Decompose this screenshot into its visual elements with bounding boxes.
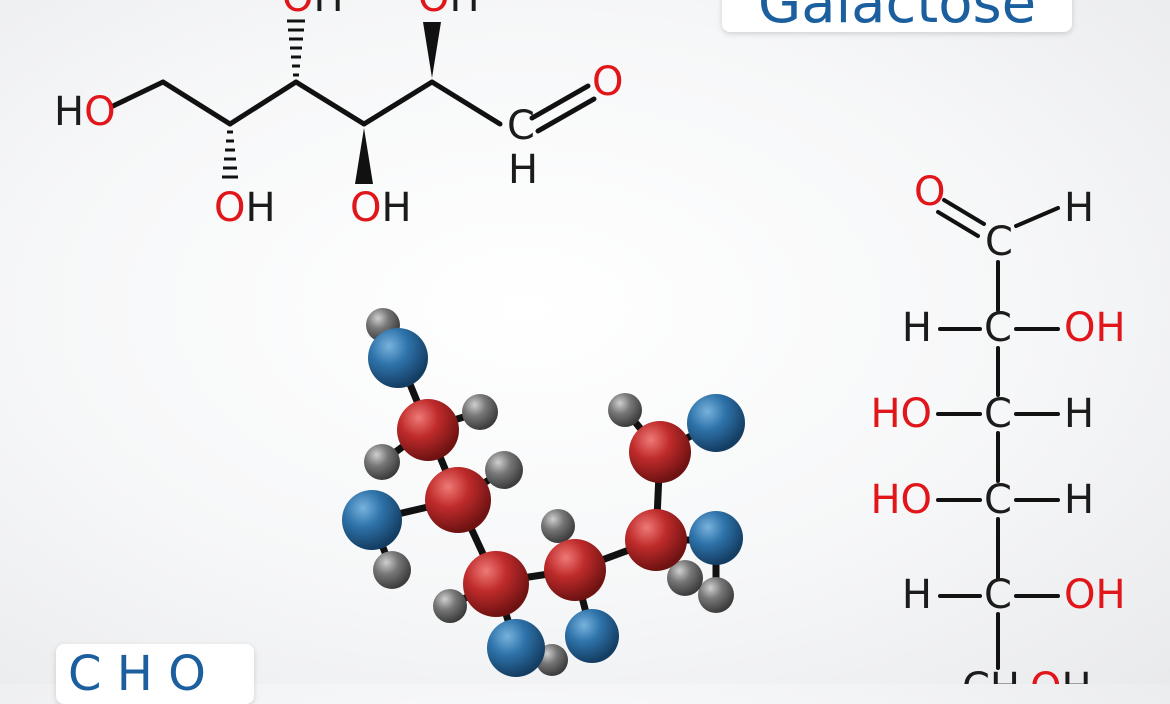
oxygen-atom xyxy=(687,394,745,452)
fischer-double-bond xyxy=(942,198,986,226)
formula-text: C H O xyxy=(68,646,206,702)
hydrogen-atom xyxy=(364,444,400,480)
hydroxyl-top-1: OH xyxy=(282,0,344,21)
aldehyde-oxygen: O xyxy=(592,59,623,105)
hydroxyl-top-2: OH xyxy=(418,0,480,21)
solid-wedge xyxy=(355,128,373,184)
hashed-wedge xyxy=(222,130,238,179)
skeletal-bond xyxy=(361,79,435,127)
oxygen-atom xyxy=(342,490,402,550)
fischer-row-2-right: H xyxy=(1064,391,1094,437)
aldehyde-hydrogen: H xyxy=(508,147,538,193)
fischer-double-bond xyxy=(936,210,980,238)
fischer-row-2-center: C xyxy=(984,391,1012,437)
oxygen-atom xyxy=(368,328,428,388)
hydrogen-atom xyxy=(667,560,703,596)
fischer-row-1-center: C xyxy=(984,305,1012,351)
fischer-row-3-left: HO xyxy=(870,477,932,523)
fischer-rows: H C OH HO C H HO C H H C OH xyxy=(870,305,1125,618)
skeletal-bond xyxy=(227,79,299,127)
fischer-row-4-left: H xyxy=(902,572,932,618)
hydrogen-atom xyxy=(608,393,642,427)
title-text: Galactose xyxy=(758,0,1036,32)
hydrogen-atom xyxy=(485,451,523,489)
carbon-atom xyxy=(463,551,529,617)
skeletal-bond xyxy=(160,79,233,127)
model-bonds xyxy=(368,321,720,664)
fischer-row-2-left: HO xyxy=(870,391,932,437)
oxygen-atom xyxy=(565,609,619,663)
hydrogen-atom xyxy=(373,551,411,589)
galactose-diagram: HO OH OH OH OH O C H xyxy=(54,0,1126,684)
hydroxyl-left: HO xyxy=(54,89,116,135)
hydrogen-atom xyxy=(541,509,575,543)
skeletal-bond xyxy=(110,79,166,109)
fischer-projection xyxy=(936,198,1060,670)
ball-and-stick-model xyxy=(342,308,745,677)
aldehyde-carbon: C xyxy=(507,103,535,149)
fischer-bottom-group: CHOH xyxy=(962,665,1092,684)
fischer-row-4-right: OH xyxy=(1064,572,1126,618)
hydroxyl-bottom-1: OH xyxy=(214,185,276,231)
skeletal-double-bond xyxy=(535,96,597,134)
oxygen-atom xyxy=(487,619,545,677)
skeletal-bond xyxy=(429,79,503,127)
fischer-row-1-left: H xyxy=(902,305,932,351)
solid-wedge xyxy=(423,22,441,78)
carbon-atom xyxy=(397,399,459,461)
fischer-aldehyde-carbon: C xyxy=(985,219,1013,265)
hydrogen-atom xyxy=(462,394,498,430)
skeletal-double-bond xyxy=(529,83,591,121)
carbon-atom xyxy=(629,421,691,483)
fischer-row-1-right: OH xyxy=(1064,305,1126,351)
carbon-atom xyxy=(625,509,687,571)
fischer-row-4-center: C xyxy=(984,572,1012,618)
title-card: Galactose xyxy=(722,0,1072,32)
fischer-row-3-center: C xyxy=(984,477,1012,523)
carbon-atom xyxy=(425,467,491,533)
formula-card: C H O xyxy=(56,644,254,704)
skeletal-structure xyxy=(110,79,597,134)
carbon-atom xyxy=(544,539,606,601)
fischer-aldehyde-oxygen: O xyxy=(914,169,945,215)
hydrogen-atom xyxy=(698,577,734,613)
hashed-wedge xyxy=(287,19,305,77)
hydrogen-atom xyxy=(433,589,467,623)
fischer-bond xyxy=(1014,206,1060,228)
skeletal-bond xyxy=(293,79,367,127)
fischer-row-3-right: H xyxy=(1064,477,1094,523)
oxygen-atom xyxy=(689,511,743,565)
fischer-aldehyde-hydrogen: H xyxy=(1064,185,1094,231)
hydroxyl-bottom-2: OH xyxy=(350,185,412,231)
